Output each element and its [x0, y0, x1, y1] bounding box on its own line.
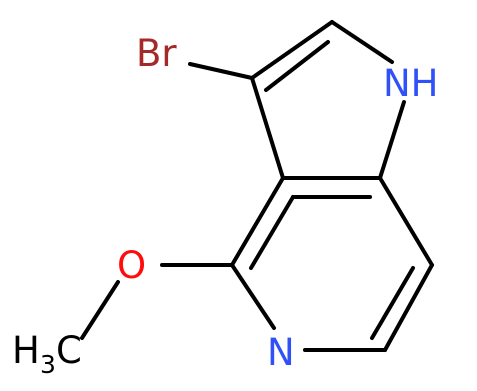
bond-o-ch3 — [80, 280, 120, 340]
methyl-c: C — [56, 329, 82, 372]
bond-c3-br — [188, 62, 254, 80]
atom-label-oxygen: O — [117, 244, 146, 287]
bond-c4-c3a-inner — [249, 195, 295, 270]
methyl-h: H — [12, 329, 40, 372]
bond-n1-c7a — [378, 100, 406, 180]
bond-c3a-c3 — [250, 76, 285, 180]
bond-c3-c2-outer — [250, 20, 334, 80]
bond-c4-c3a — [230, 176, 285, 267]
bond-c2-n1 — [330, 20, 394, 64]
atom-label-methyl: H 3 C — [12, 329, 82, 379]
bond-c7a-c7 — [378, 176, 434, 267]
methyl-subscript: 3 — [40, 350, 56, 379]
bond-c7-c6-inner — [370, 266, 415, 340]
bond-c3-c2-inner — [264, 40, 330, 92]
atom-label-bromine: Br — [136, 32, 177, 75]
bond-n5-c4 — [230, 263, 276, 330]
atom-label-nh: NH — [383, 62, 439, 105]
bond-c7-c6-outer — [383, 263, 434, 352]
atom-label-nitrogen: N — [267, 331, 295, 374]
